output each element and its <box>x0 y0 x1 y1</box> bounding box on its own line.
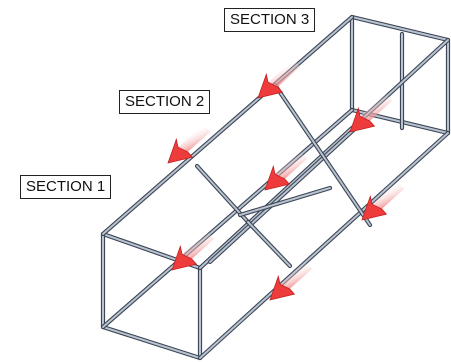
load-arrow-top-2 <box>349 93 392 133</box>
load-arrow-mid-2 <box>264 151 307 191</box>
load-arrow-mid-3 <box>361 181 404 221</box>
section-1-label: SECTION 1 <box>20 175 112 199</box>
load-arrow-top-1 <box>257 59 300 99</box>
frame-member-brace-1 <box>194 163 251 225</box>
frame-member-long-top-left <box>100 14 355 237</box>
section-3-label: SECTION 3 <box>224 8 316 32</box>
load-arrow-low-2 <box>269 261 312 301</box>
frame-member-rail-2 <box>207 121 363 265</box>
frame-member-front-bottom <box>100 324 203 361</box>
frame-member-back-top <box>349 14 451 43</box>
load-arrow-low-1 <box>171 231 214 271</box>
frame-member-long-bottom-right <box>197 130 451 361</box>
frame-member-brace-3 <box>272 82 373 228</box>
tube-frame <box>100 14 451 361</box>
section-2-label: SECTION 2 <box>119 90 211 114</box>
frame-member-long-bottom-left <box>100 107 355 330</box>
load-arrow-mid-1 <box>167 124 210 164</box>
frame-member-brace-4 <box>237 185 333 218</box>
frame-member-rail-1 <box>197 125 355 271</box>
load-arrows <box>167 59 404 301</box>
frame-member-brace-2 <box>245 219 293 269</box>
